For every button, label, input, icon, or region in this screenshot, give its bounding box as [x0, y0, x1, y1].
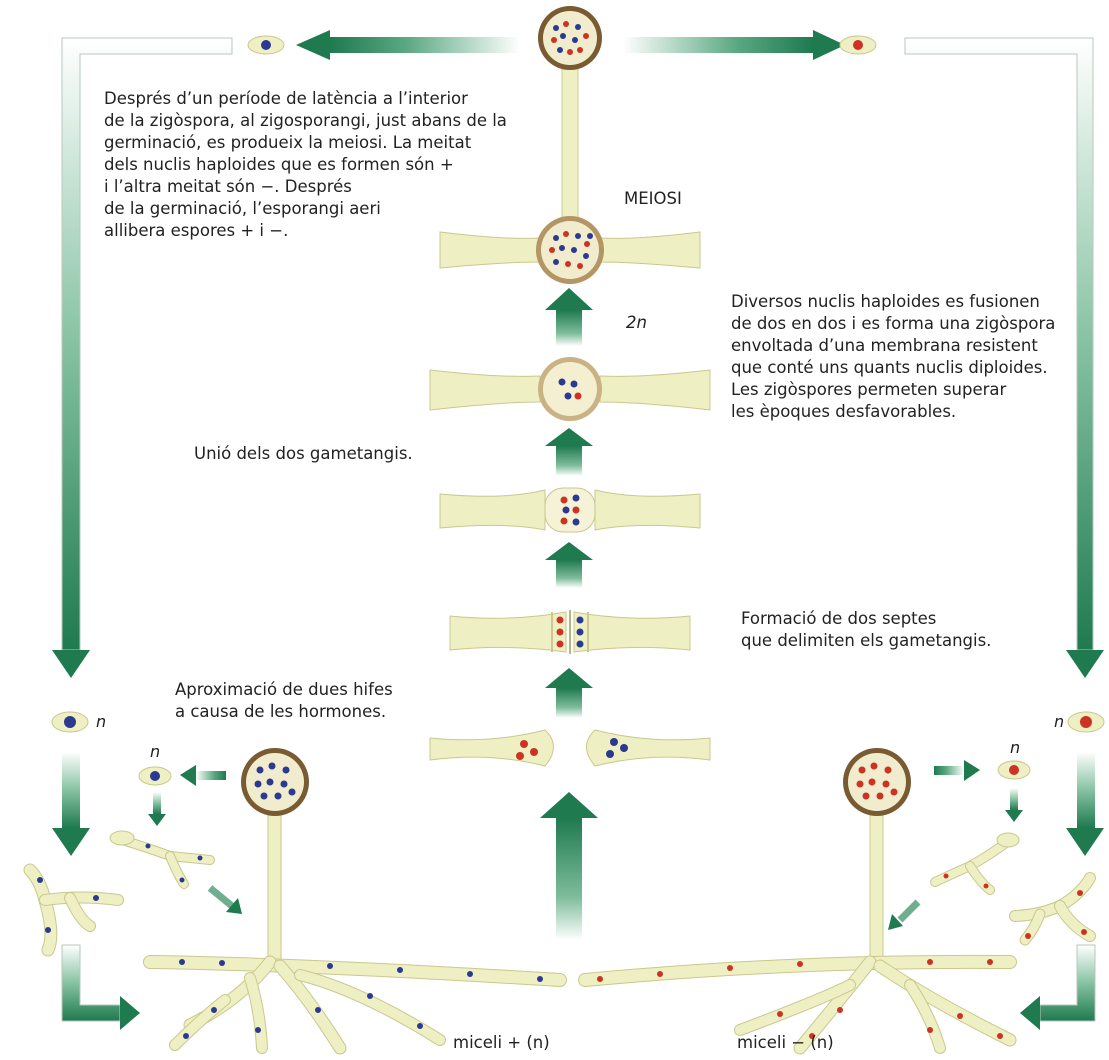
septa-gametangia [450, 610, 690, 654]
union-label: Unió dels dos gametangis. [194, 443, 413, 465]
left-small-arrow [180, 765, 226, 786]
top-right-arrow [623, 30, 845, 60]
spore-plus-left [52, 712, 88, 732]
fusion-description: Diversos nuclis haploides es fusionen de… [731, 291, 1055, 423]
right-bottom-bracket [1020, 945, 1095, 1030]
fused-gametangia [440, 488, 700, 532]
left-bottom-bracket [62, 945, 140, 1030]
n-label-left-inner: n [150, 742, 160, 761]
germinating-spore-left-inner [110, 831, 210, 884]
germinating-spore-right [1015, 878, 1090, 940]
left-down-arrow-outer [52, 752, 90, 856]
left-small-down-arrow [148, 792, 166, 826]
diploid-label: 2n [626, 312, 647, 334]
approaching-hyphae [430, 730, 710, 766]
meiosis-label: MEIOSI [624, 188, 682, 210]
right-down-arrow-outer [1066, 752, 1104, 856]
spore-plus-inner [139, 767, 171, 785]
germinating-spore-right-inner [935, 833, 1019, 890]
right-small-arrow [934, 760, 980, 781]
up-arrow-4 [545, 668, 593, 718]
meiosis-description: Després d’un període de latència a l’int… [104, 88, 507, 242]
approach-description: Aproximació de dues hifes a causa de les… [175, 679, 393, 723]
spore-plus-top [248, 36, 284, 54]
up-arrow-1 [545, 288, 593, 346]
mycelium-plus-label: miceli + (n) [453, 1032, 550, 1054]
spore-minus-right [1068, 712, 1104, 732]
n-label-right-inner: n [1010, 738, 1020, 757]
up-arrow-5 [540, 792, 598, 940]
right-diag-arrow [888, 902, 918, 930]
sporangium-plus [241, 748, 309, 960]
left-diag-arrow [210, 888, 242, 914]
up-arrow-2 [545, 428, 593, 476]
spore-minus-top [840, 36, 876, 54]
septa-description: Formació de dos septes que delimiten els… [741, 608, 991, 652]
n-label-left-outer: n [96, 712, 106, 731]
n-label-right-outer: n [1054, 712, 1064, 731]
top-left-arrow [296, 30, 520, 60]
young-zygospore [430, 357, 710, 421]
spore-minus-inner [998, 761, 1030, 779]
mycelium-minus-label: miceli − (n) [737, 1032, 834, 1054]
right-small-down-arrow [1005, 788, 1023, 822]
up-arrow-3 [545, 542, 593, 588]
sporangium-minus [843, 748, 911, 960]
germinating-spore-left [30, 870, 118, 950]
germination-sporangium [538, 6, 602, 230]
